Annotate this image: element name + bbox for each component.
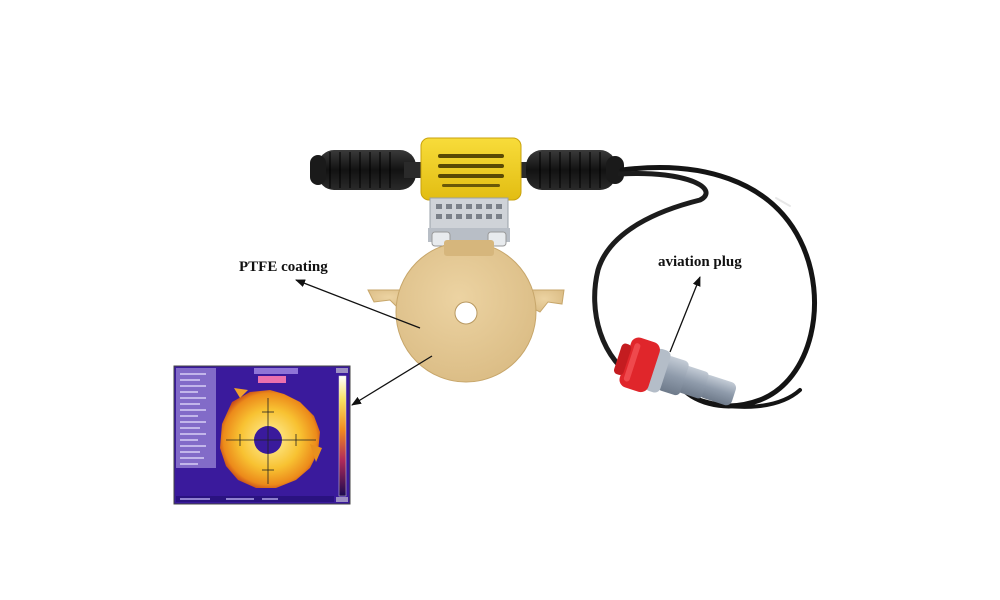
metal-bracket <box>428 197 510 247</box>
ptfe-arrow-to-thermal <box>351 355 433 406</box>
ptfe-coating-label: PTFE coating <box>239 259 328 275</box>
heating-plate-tool <box>310 137 624 383</box>
ptfe-arrow-to-label <box>295 279 421 329</box>
ptfe-plate <box>367 240 565 383</box>
plug-arrow <box>669 276 701 353</box>
thermal-image-inset <box>173 365 351 505</box>
yellow-housing <box>420 137 522 201</box>
right-handle-icon <box>518 150 624 190</box>
left-handle-icon <box>310 150 424 190</box>
callout-arrows <box>295 276 701 406</box>
aviation-plug-label: aviation plug <box>658 254 742 270</box>
power-cable <box>592 165 818 409</box>
aviation-plug-icon <box>613 337 737 406</box>
